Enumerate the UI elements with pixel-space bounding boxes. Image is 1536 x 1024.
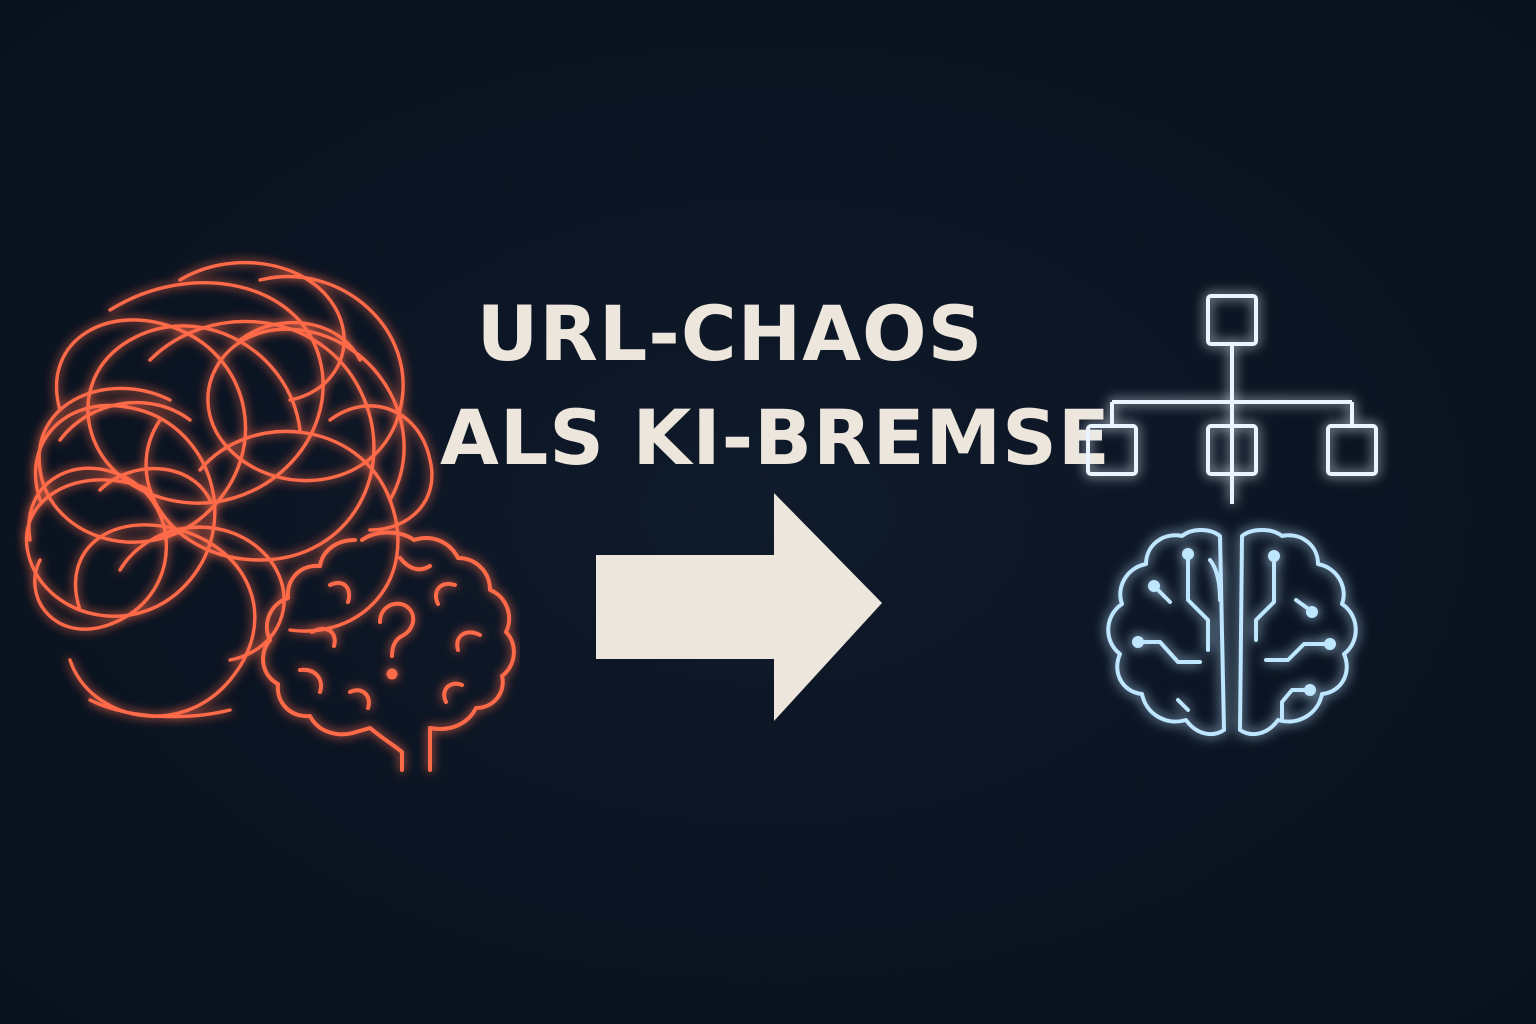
sitemap-tree-ai-brain-icon: [1086, 294, 1378, 737]
arrow-shape: [596, 493, 882, 721]
sitemap-tree-icon: [1086, 294, 1378, 504]
tangled-lines-confused-brain-icon: [24, 260, 516, 772]
tangled-lines-icon: [24, 260, 434, 719]
ai-brain-icon: [1106, 528, 1358, 737]
headline-line-1: URL-CHAOS: [476, 289, 984, 378]
confused-brain-icon: [261, 530, 516, 772]
headline: URL-CHAOS ALS KI-BREMSE: [440, 282, 1111, 490]
headline-line-2: ALS KI-BREMSE: [440, 393, 1111, 482]
right-arrow-icon: [596, 493, 882, 721]
